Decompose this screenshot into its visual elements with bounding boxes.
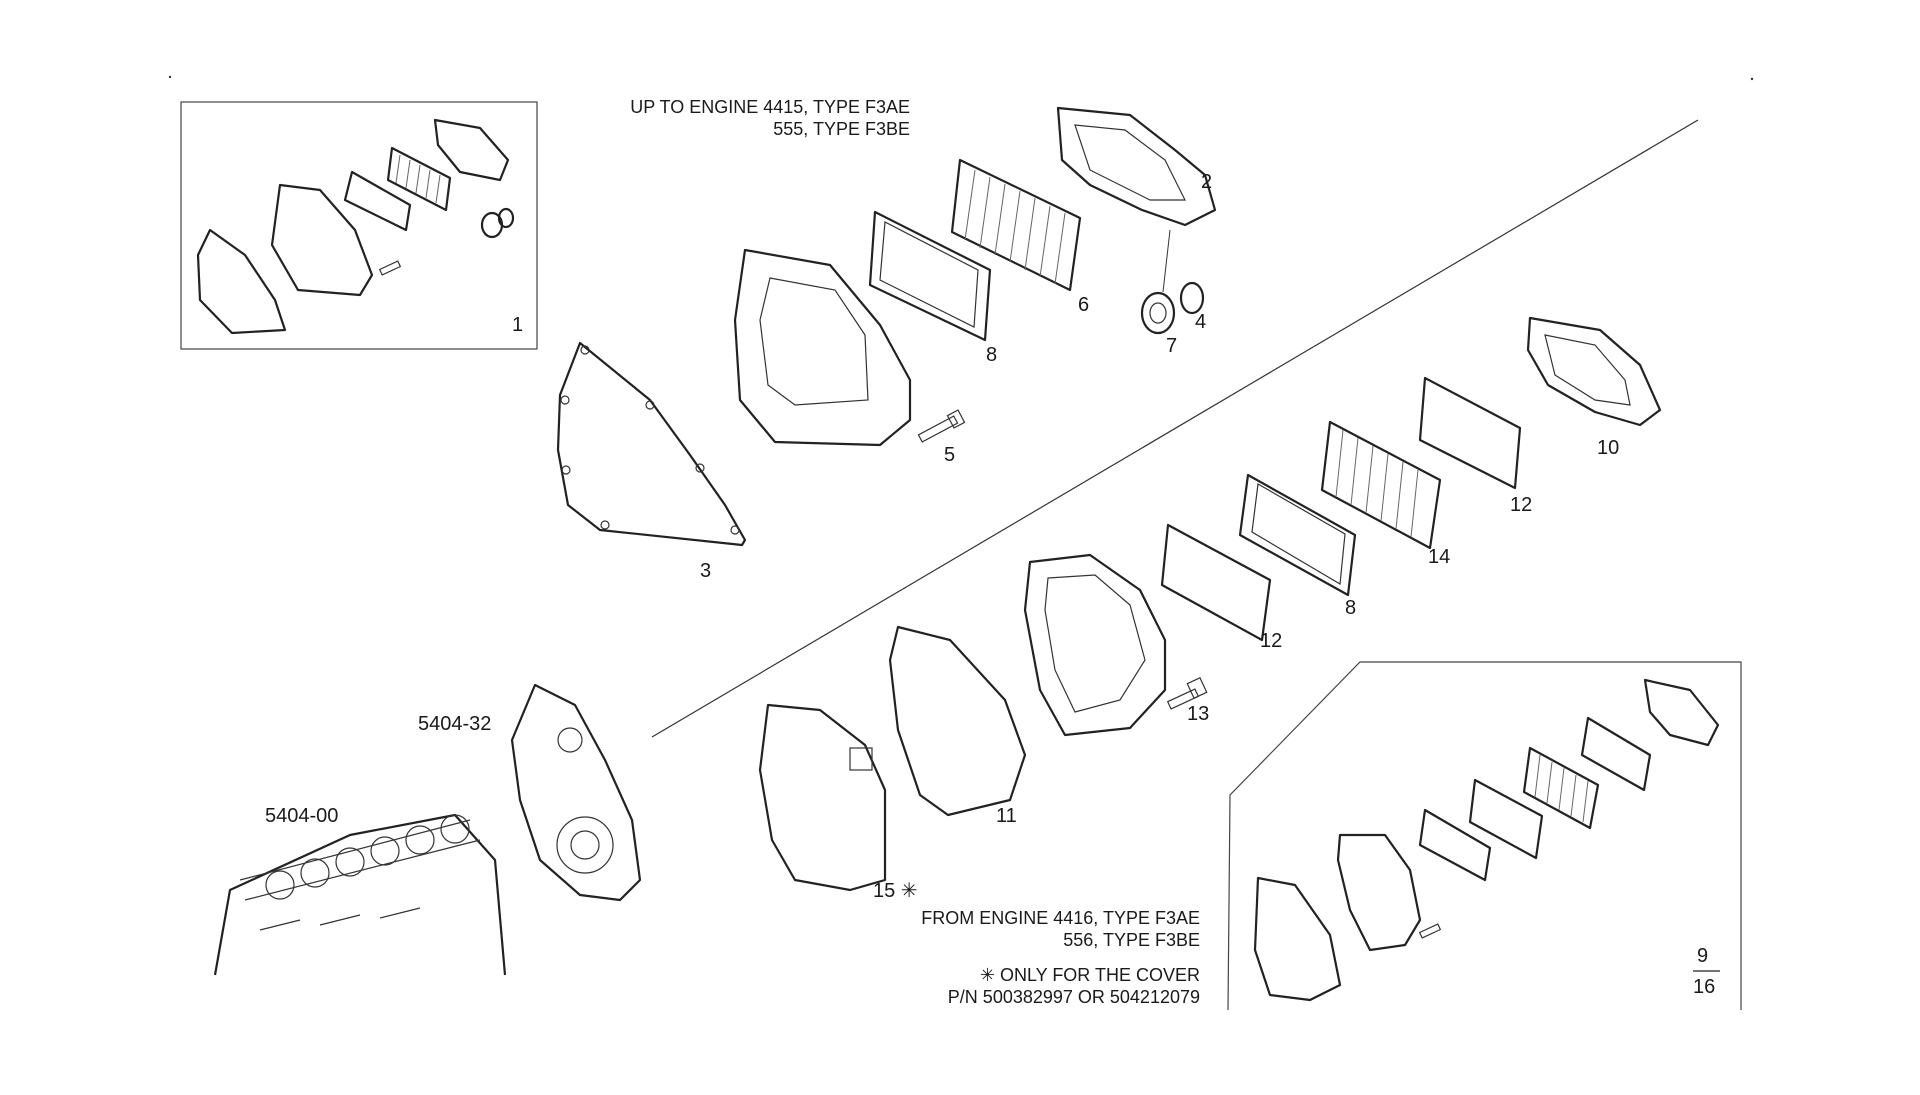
callout-5: 5 (944, 444, 956, 466)
callout-15: 15 ✳ (873, 880, 918, 902)
part-2-housing (1056, 106, 1217, 227)
callout-2: 2 (1201, 171, 1213, 193)
part-3-gasket (556, 341, 747, 547)
part-15-cutout (849, 747, 873, 771)
callout-7: 7 (1166, 335, 1178, 357)
part-7-cap (1140, 291, 1176, 335)
ref-5404-00: 5404-00 (265, 805, 339, 827)
callout-6: 6 (1078, 294, 1090, 316)
part-5-bolt (917, 409, 966, 443)
callout-13: 13 (1187, 703, 1210, 725)
corner-dot-right (1750, 77, 1754, 81)
part-8-seal-frame-lower (1238, 473, 1357, 597)
part-6-filter (950, 158, 1082, 292)
inset-frame-bottom-right (1227, 661, 1742, 1011)
callout-10: 10 (1597, 437, 1620, 459)
note-star: ✳ ONLY FOR THE COVER P/N 500382997 OR 50… (948, 964, 1200, 1008)
cover-plate (733, 248, 912, 447)
separator-line (651, 119, 1699, 738)
timing-housing-5404-32 (510, 683, 642, 902)
leader-cap (1162, 229, 1171, 293)
note-top: UP TO ENGINE 4415, TYPE F3AE 555, TYPE F… (630, 96, 910, 140)
callout-12-upper: 12 (1510, 494, 1533, 516)
part-15-gasket (758, 703, 887, 892)
note-bottom: FROM ENGINE 4416, TYPE F3AE 556, TYPE F3… (921, 907, 1200, 951)
note-star-line2: P/N 500382997 OR 504212079 (947, 987, 1200, 1007)
note-top-line2: 555, TYPE F3BE (773, 119, 910, 139)
note-top-line1: UP TO ENGINE 4415, TYPE F3AE (630, 97, 910, 117)
corner-dot-left (168, 75, 172, 79)
callout-1: 1 (512, 314, 524, 336)
cover-plate-lower (1023, 553, 1167, 737)
note-bottom-line2: 556, TYPE F3BE (1063, 930, 1200, 950)
part-8-seal-inner (879, 221, 979, 328)
part-4-o-ring (1179, 281, 1205, 315)
ref-5404-32: 5404-32 (418, 713, 492, 735)
callout-8-top: 8 (986, 344, 998, 366)
part-11-gasket (888, 625, 1027, 817)
part-14-filter (1320, 420, 1442, 550)
part-13-bolt (1166, 676, 1208, 710)
engine-block-5404-00 (213, 813, 507, 976)
inset-bottom-right-parts (1253, 678, 1720, 1002)
note-bottom-line1: FROM ENGINE 4416, TYPE F3AE (921, 908, 1200, 928)
callout-12-lower: 12 (1260, 630, 1283, 652)
part-12-gasket-lower (1160, 523, 1272, 642)
callout-8-bottom: 8 (1345, 597, 1357, 619)
inset-top-left-parts (196, 118, 515, 335)
note-star-line1: ✳ ONLY FOR THE COVER (979, 965, 1200, 985)
part-8-seal-frame (868, 210, 992, 342)
part-12-gasket-upper (1418, 376, 1522, 490)
part-3-bolt-holes (560, 345, 740, 535)
inset-frame-top-left (180, 101, 538, 350)
part-10-housing (1526, 316, 1662, 427)
callout-4: 4 (1195, 311, 1207, 333)
cover-plate-window (759, 277, 869, 406)
page-current: 9 (1697, 945, 1709, 967)
callout-3: 3 (700, 560, 712, 582)
page-total: 16 (1693, 976, 1716, 998)
callout-14: 14 (1428, 546, 1451, 568)
callout-11: 11 (996, 805, 1017, 827)
